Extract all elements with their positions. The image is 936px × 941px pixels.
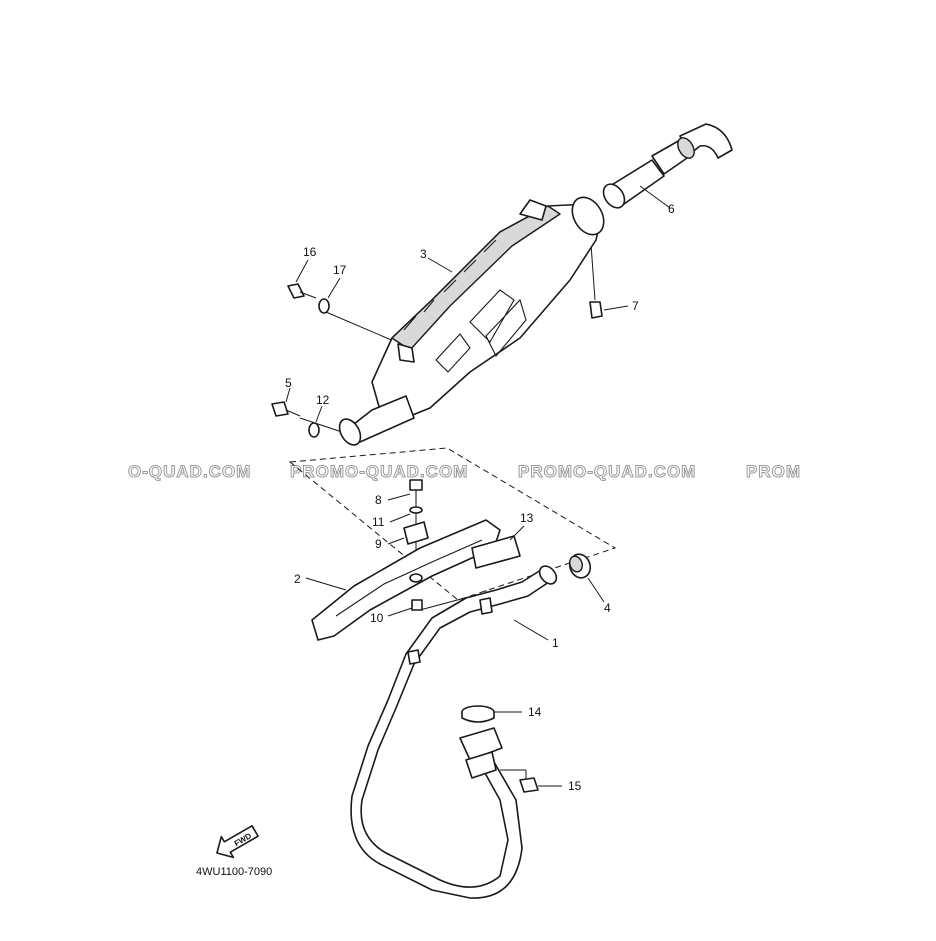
bolt-5-shank (285, 409, 301, 417)
leader-1 (513, 619, 549, 641)
heat-shield-assembly-box (288, 447, 617, 601)
exhaust-flange (459, 727, 503, 761)
washer-12-guide (299, 417, 343, 433)
damper-9 (403, 521, 429, 545)
exhaust-flange-lower (465, 751, 497, 779)
callout-13: 13 (520, 511, 534, 525)
tailpipe-clamp (602, 183, 626, 209)
muffler-side-cutouts (469, 289, 527, 357)
leader-6 (639, 185, 671, 209)
callout-6: 6 (668, 202, 675, 216)
callout-11: 11 (372, 515, 385, 529)
bolt-16-head (287, 283, 305, 299)
callout-labels: 1 2 3 4 5 6 7 8 9 10 11 12 13 14 15 16 1… (285, 202, 675, 793)
leader-10 (387, 607, 413, 617)
nut-7 (589, 301, 603, 319)
callout-1: 1 (552, 636, 559, 650)
label-plate-13 (471, 535, 521, 569)
exhaust-pipe-outlet (538, 565, 558, 585)
washer-12 (308, 422, 320, 438)
leader-2 (305, 577, 347, 591)
leader-16 (295, 259, 309, 283)
gasket-part-4 (568, 553, 592, 579)
muffler-top-panel (391, 205, 561, 351)
muffler-body (371, 203, 601, 421)
watermark-3: PROMO-QUAD.COM (518, 462, 696, 481)
bolt-16-shank (299, 291, 317, 299)
callout-9: 9 (375, 537, 382, 551)
leader-11 (389, 513, 411, 523)
washer-17-guide (325, 311, 397, 343)
callout-16: 16 (303, 245, 317, 259)
callout-14: 14 (528, 705, 542, 719)
leader-5 (285, 387, 291, 403)
fwd-arrow: FWD (216, 825, 259, 859)
leader-4 (587, 577, 605, 603)
nut-7-guide (590, 243, 596, 301)
watermark-4: PROM (746, 462, 801, 481)
callout-leaders (285, 185, 671, 787)
callout-7: 7 (632, 299, 639, 313)
shield-grommet (409, 573, 423, 583)
heat-shield-part-2 (311, 479, 521, 641)
leader-8 (387, 493, 411, 501)
washer-11 (409, 506, 423, 514)
watermark-2: PROMO-QUAD.COM (290, 462, 468, 481)
nut-15 (519, 777, 539, 793)
gasket-inner (569, 555, 583, 573)
flange-part-14 (459, 705, 503, 779)
leader-7 (603, 305, 629, 311)
watermark-layer: O-QUAD.COM PROMO-QUAD.COM PROMO-QUAD.COM… (128, 462, 801, 482)
leader-9 (387, 537, 405, 545)
tailpipe-part-6 (602, 123, 733, 209)
callout-15: 15 (568, 779, 582, 793)
leader-17 (327, 277, 341, 299)
muffler-part-3 (338, 196, 605, 446)
leader-3 (427, 257, 453, 273)
heat-shield-edge (335, 539, 483, 617)
callout-17: 17 (333, 263, 347, 277)
bolt-8-head (409, 479, 423, 491)
exhaust-pipe-stud (479, 597, 493, 615)
callout-10: 10 (370, 611, 384, 625)
callout-3: 3 (420, 247, 427, 261)
bolt-5-head (271, 401, 289, 417)
leader-12 (315, 405, 323, 423)
gasket-14-side (461, 711, 495, 723)
callout-4: 4 (604, 601, 611, 615)
fasteners-upper (271, 283, 603, 438)
watermark-1: O-QUAD.COM (128, 462, 251, 481)
collar-10 (411, 599, 423, 611)
muffler-top-bracket (519, 199, 547, 221)
fwd-arrow-icon (216, 825, 259, 859)
leader-13 (509, 525, 525, 541)
tailpipe-collar (677, 137, 695, 159)
washer-17 (318, 298, 330, 314)
muffler-ribs (403, 239, 497, 331)
callout-5: 5 (285, 376, 292, 390)
callout-2: 2 (294, 572, 301, 586)
muffler-outlet-ring (571, 196, 605, 236)
muffler-inlet-flange (338, 418, 362, 446)
muffler-mount-tab (397, 343, 415, 363)
callout-12: 12 (316, 393, 330, 407)
muffler-lower-cutout (435, 333, 471, 373)
diagram-part-code: 4WU1100-7090 (196, 866, 272, 878)
exhaust-pipe-bracket (407, 649, 421, 665)
callout-8: 8 (375, 493, 382, 507)
